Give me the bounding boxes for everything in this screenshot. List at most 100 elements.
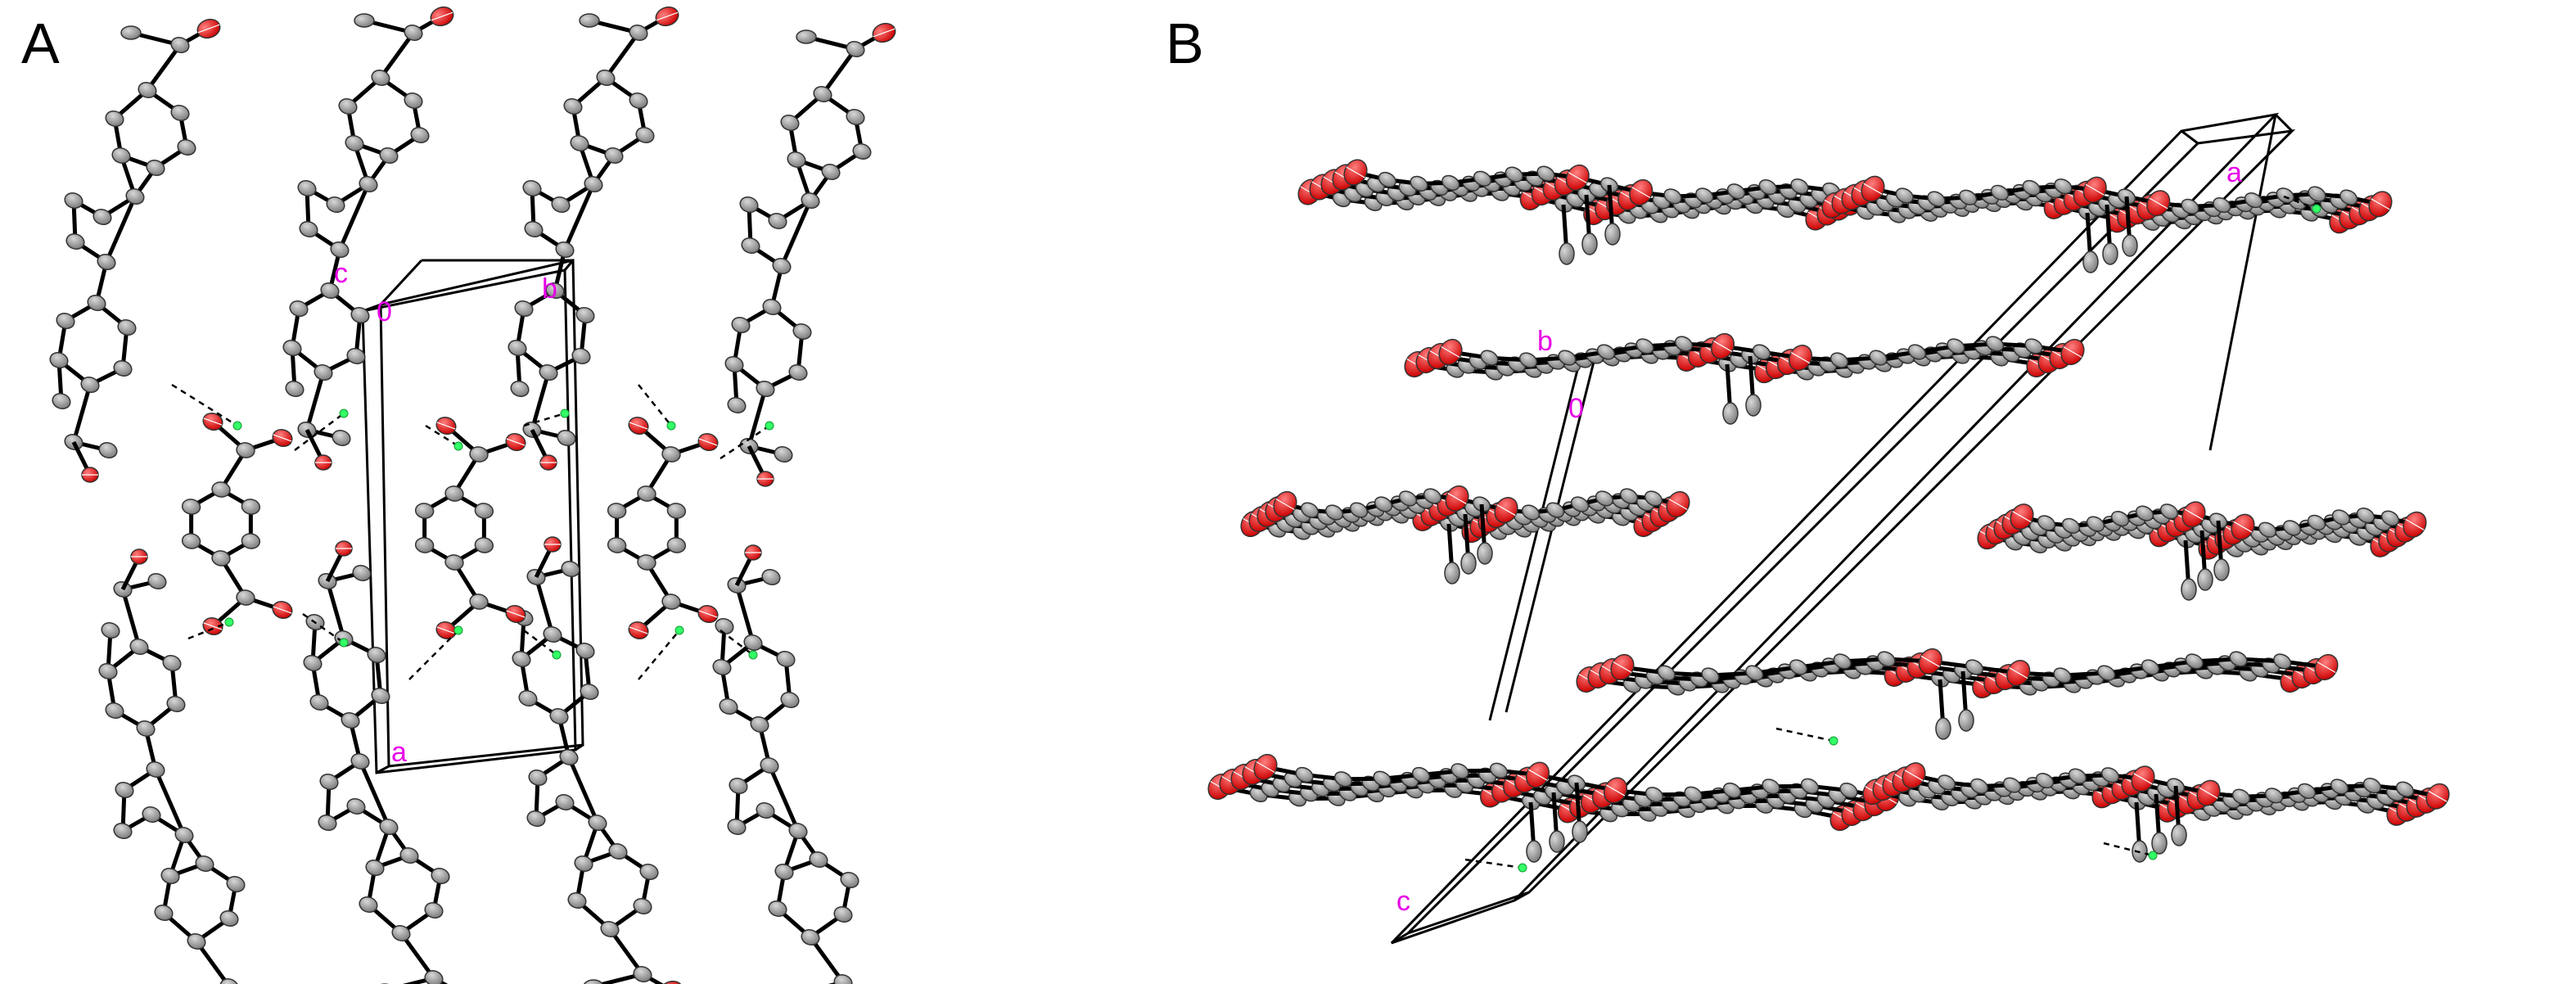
carbon-atom [170,104,190,122]
carbon-atom [365,859,385,877]
oxygen-ellipse-axis [197,24,220,34]
carbon-atom [1489,762,1509,779]
carbon-atom [49,351,69,369]
carbon-atom [792,323,812,341]
carbon-atom [113,359,133,377]
carbon-atom [332,429,351,447]
oxygen-ellipse-axis [873,28,896,38]
carbon-atom [1958,709,1974,732]
bond [358,760,391,828]
carbon-atom [64,192,83,210]
carbon-atom [2380,510,2400,526]
axis-label-origin: 0 [377,296,392,327]
carbon-atom [1423,488,1442,504]
oxygen-ellipse-axis [698,610,718,618]
carbon-atom [1839,782,1858,799]
panel-a-letter: A [21,11,60,75]
carbon-atom [1558,350,1577,366]
carbon-atom [174,826,194,844]
oxygen-ellipse-axis [1631,186,1651,199]
oxygen-ellipse-axis [1605,784,1626,797]
hydrogen-bond [425,424,459,448]
carbon-atom [1378,171,1396,188]
carbon-atom [282,339,302,357]
hydrogen-atom [1829,736,1838,746]
oxygen-ellipse-axis [273,434,292,442]
carbon-atom [1398,490,1418,507]
carbon-atom [309,693,329,711]
carbon-atom [1559,242,1575,265]
hydrogen-bond [638,384,672,427]
carbon-atom [1324,504,1344,521]
carbon-atom [146,761,165,779]
carbon-atom [756,801,775,819]
axis-label-c: c [334,258,348,289]
carbon-atom [731,316,751,334]
carbon-atom [236,589,255,606]
carbon-atom [129,638,149,656]
carbon-atom [236,442,255,458]
oxygen-ellipse-axis [656,11,679,21]
oxygen-ellipse-axis [1904,770,1924,782]
carbon-atom [528,769,548,787]
carbon-atom [2308,186,2326,202]
carbon-atom [584,979,603,984]
carbon-atom [138,81,157,99]
carbon-atom [1969,778,1989,794]
carbon-atom [359,175,378,193]
carbon-atom [522,179,542,197]
carbon-atom [846,108,865,126]
carbon-atom [555,793,575,811]
oxygen-ellipse-axis [2233,521,2253,533]
carbon-atom [424,901,444,919]
carbon-atom [2356,508,2375,524]
carbon-atom [2273,653,2292,670]
oxygen-ellipse-axis [203,418,223,426]
carbon-atom [1959,189,1978,205]
oxygen-ellipse-axis [203,622,223,630]
carbon-atom [1869,350,1888,366]
carbon-atom [2244,192,2263,209]
carbon-atom [431,867,450,885]
hydrogen-atom [2312,204,2321,214]
carbon-atom [391,924,411,942]
carbon-atom [555,241,575,259]
hydrogen-atom [674,625,684,635]
carbon-atom [1877,651,1896,667]
carbon-atom [2141,659,2160,675]
bond [153,768,187,837]
carbon-atom [661,594,681,610]
hydrogen-atom [552,650,562,660]
carbon-atom [780,691,800,709]
carbon-atom [414,537,435,553]
oxygen-ellipse-axis [1790,352,1811,364]
carbon-atom [2276,187,2294,204]
carbon-atom [177,138,196,156]
carbon-atom [1985,336,2005,352]
bond [534,576,555,635]
carbon-atom [1349,502,1369,518]
bond [820,47,858,96]
molecule-stack [1821,175,2393,273]
carbon-atom [1595,490,1614,507]
carbon-atom [98,441,118,459]
oxygen-ellipse-axis [436,626,456,634]
bond [194,940,230,984]
carbon-atom [314,363,333,381]
carbon-atom [813,85,832,103]
oxygen-ellipse-axis [2317,661,2336,674]
carbon-atom [160,867,180,885]
carbon-atom [2151,832,2168,855]
isophthalic-acid-molecule [181,412,293,636]
hydrogen-bond [187,621,230,640]
carbon-atom [833,905,853,923]
carbon-atom [1635,338,1654,354]
oxygen-ellipse-axis [2405,518,2425,530]
carbon-atom [80,376,100,394]
carbon-atom [2213,196,2231,214]
axis-label-b: b [1537,326,1553,357]
carbon-atom [211,550,231,566]
carbon-atom [1526,840,1542,863]
carbon-atom [1907,344,1927,360]
carbon-atom [1745,665,1764,681]
